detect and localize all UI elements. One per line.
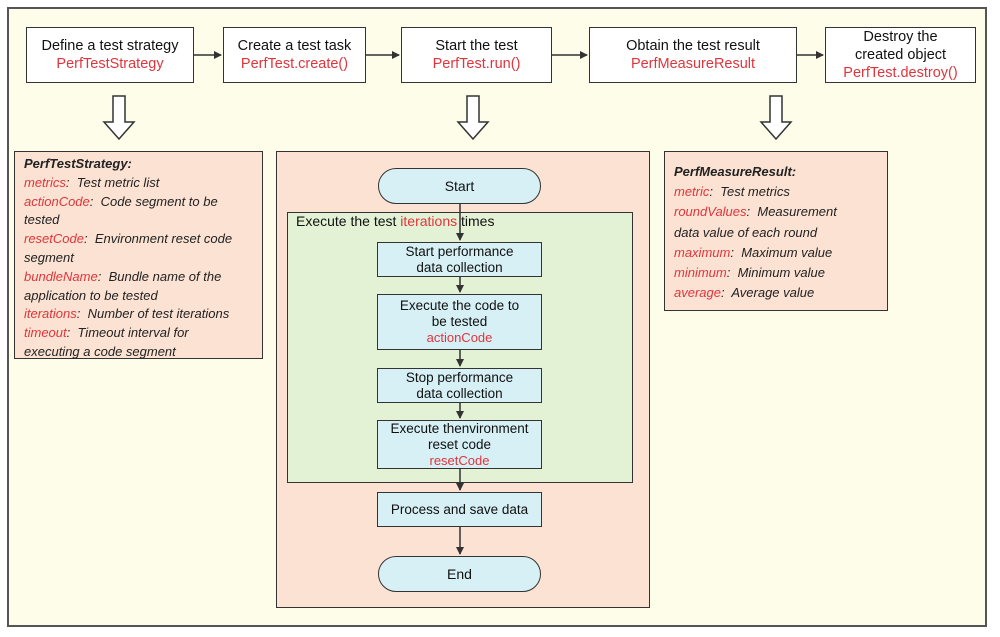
strategy-desc-cont: tested <box>24 212 60 228</box>
result-desc-cont: data value of each round <box>674 224 818 240</box>
strategy-panel: PerfTestStrategy: metrics: Test metric l… <box>14 151 263 359</box>
step-obtain-result-label: Obtain the test result <box>626 38 760 54</box>
strategy-row-actioncode: actionCode: Code segment to be <box>24 193 218 209</box>
step-define-strategy: Define a test strategy PerfTestStrategy <box>26 27 194 83</box>
result-panel: PerfMeasureResult: metric: Test metrics … <box>664 151 888 311</box>
step-create-task-label: Create a test task <box>237 38 352 54</box>
step-destroy-object: Destroy the created object PerfTest.dest… <box>825 27 976 83</box>
step-create-task-api: PerfTest.create() <box>240 56 349 72</box>
step-create-task: Create a test task PerfTest.create() <box>223 27 366 83</box>
strategy-key: actionCode <box>24 193 90 209</box>
result-desc: Test metrics <box>720 184 790 200</box>
result-row-roundvalues: roundValues: Measurement <box>674 204 837 220</box>
loop-iterations-key: iterations <box>400 213 458 229</box>
strategy-desc: Code segment to be <box>100 193 218 209</box>
flow-start-collection-line-2: data collection <box>416 259 503 275</box>
flow-execute-code-line-2: be tested <box>431 314 488 329</box>
strategy-row-bundlename: bundleName: Bundle name of the <box>24 268 222 284</box>
flow-process-save-label: Process and save data <box>390 501 529 517</box>
step-obtain-result: Obtain the test result PerfMeasureResult <box>589 27 797 83</box>
strategy-key: iterations <box>24 306 77 322</box>
strategy-desc-cont: executing a code segment <box>24 343 176 359</box>
step-start-test: Start the test PerfTest.run() <box>401 27 552 83</box>
strategy-desc-cont: segment <box>24 249 74 265</box>
down-arrow-run <box>456 95 490 141</box>
strategy-key: bundleName <box>24 268 98 284</box>
flow-stop-collection: Stop performance data collection <box>377 368 542 403</box>
down-arrow-result <box>759 95 793 141</box>
down-arrow-strategy <box>102 95 136 141</box>
strategy-key: timeout <box>24 325 67 341</box>
flow-end: End <box>378 556 541 592</box>
strategy-desc: Test metric list <box>76 174 160 190</box>
result-key: roundValues <box>674 204 747 220</box>
strategy-key: metrics <box>24 174 66 190</box>
result-key: maximum <box>674 244 731 260</box>
result-row-minimum: minimum: Minimum value <box>674 265 825 281</box>
step-obtain-result-api: PerfMeasureResult <box>630 56 756 72</box>
flow-execute-code: Execute the code to be tested actionCode <box>377 294 542 350</box>
strategy-key: resetCode <box>24 231 84 247</box>
flow-stop-collection-line-1: Stop performance <box>405 369 514 385</box>
step-destroy-object-api: PerfTest.destroy() <box>843 65 958 81</box>
result-row-maximum: maximum: Maximum value <box>674 244 833 260</box>
result-key: minimum <box>674 265 727 281</box>
flow-end-label: End <box>447 566 472 582</box>
step-destroy-object-label-2: created object <box>854 47 947 63</box>
result-key: metric <box>674 184 710 200</box>
flow-start-collection-line-1: Start performance <box>405 243 514 259</box>
flow-execute-code-api: actionCode <box>426 330 493 345</box>
step-start-test-api: PerfTest.run() <box>432 56 521 72</box>
flow-reset-line-1: Execute thenvironment <box>390 420 529 436</box>
strategy-title: PerfTestStrategy: <box>24 156 132 171</box>
loop-label: Execute the test iterations times <box>296 213 495 229</box>
result-row-metric: metric: Test metrics <box>674 184 790 200</box>
flow-stop-collection-line-2: data collection <box>416 385 503 401</box>
strategy-desc: Bundle name of the <box>108 268 222 284</box>
result-desc: Minimum value <box>737 265 825 281</box>
step-define-strategy-label: Define a test strategy <box>41 38 179 54</box>
strategy-row-metrics: metrics: Test metric list <box>24 174 160 190</box>
result-title: PerfMeasureResult: <box>674 164 797 179</box>
strategy-row-iterations: iterations: Number of test iterations <box>24 306 230 322</box>
flow-start-collection: Start performance data collection <box>377 242 542 277</box>
flow-reset-line-2: reset code <box>427 436 492 452</box>
step-start-test-label: Start the test <box>435 38 518 54</box>
flow-start: Start <box>378 168 541 204</box>
strategy-desc: Environment reset code <box>94 231 233 247</box>
result-desc: Maximum value <box>741 244 833 260</box>
strategy-desc: Number of test iterations <box>87 306 230 322</box>
step-destroy-object-label-1: Destroy the <box>863 29 938 45</box>
result-key: average <box>674 285 721 301</box>
result-desc: Measurement <box>757 204 837 220</box>
flow-start-label: Start <box>444 178 475 194</box>
step-define-strategy-api: PerfTestStrategy <box>56 56 164 72</box>
strategy-desc: Timeout interval for <box>77 325 189 341</box>
strategy-row-timeout: timeout: Timeout interval for <box>24 325 189 341</box>
flow-reset-api: resetCode <box>429 452 490 468</box>
flow-reset-environment: Execute thenvironment reset code resetCo… <box>377 420 542 469</box>
flow-process-save: Process and save data <box>377 492 542 527</box>
result-desc: Average value <box>731 285 815 301</box>
strategy-row-resetcode: resetCode: Environment reset code <box>24 231 233 247</box>
strategy-desc-cont: application to be tested <box>24 287 158 303</box>
result-row-average: average: Average value <box>674 285 815 301</box>
flow-execute-code-line-1: Execute the code to <box>399 298 520 313</box>
